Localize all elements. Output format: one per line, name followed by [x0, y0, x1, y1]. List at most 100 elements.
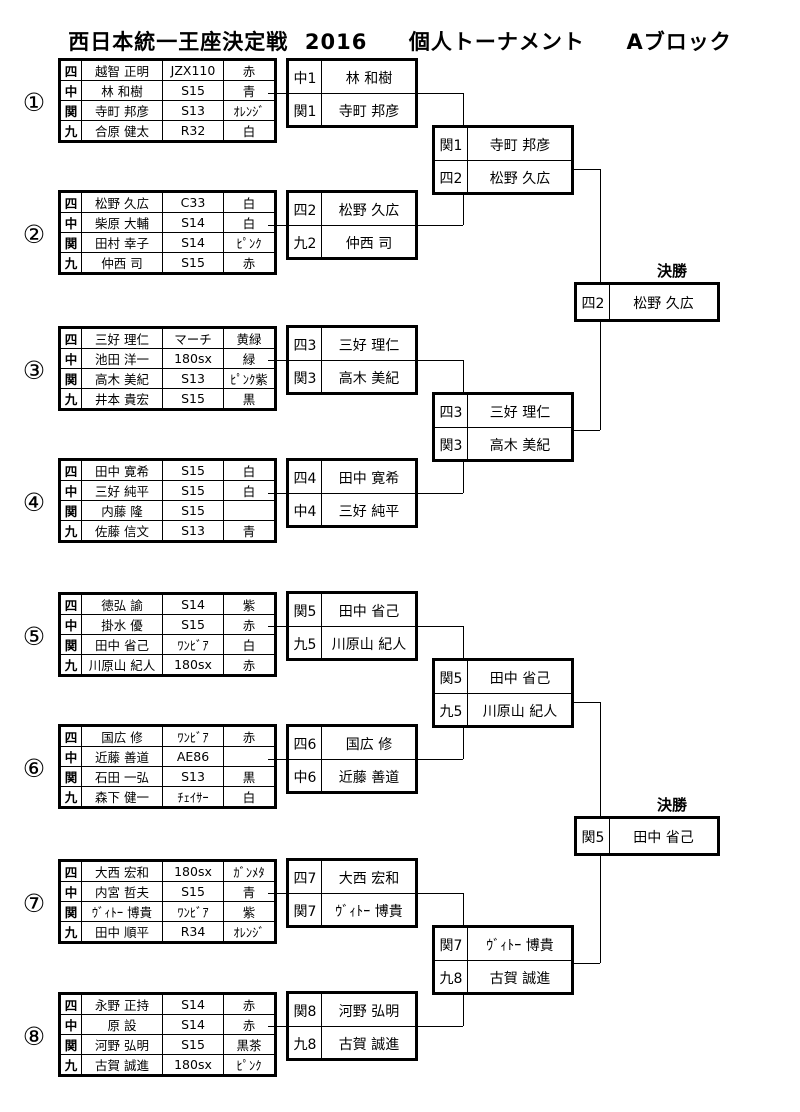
entry-color: ｵﾚﾝｼﾞ	[223, 921, 276, 943]
match-divider	[289, 759, 415, 760]
match-divider	[435, 693, 571, 694]
match-divider	[289, 493, 415, 494]
entry-car: JZX110	[162, 59, 224, 81]
entry-color: 赤	[223, 59, 276, 81]
entry-car: R34	[162, 921, 224, 943]
entry-region: 四	[59, 327, 82, 349]
entry-name: 内藤 隆	[81, 500, 163, 521]
match-divider	[289, 626, 415, 627]
bracket-connector-line	[268, 493, 286, 494]
bracket-name: 松野 久広	[489, 170, 551, 187]
bracket-seed: 九8	[439, 970, 463, 987]
entry-name: 三好 理仁	[81, 327, 163, 349]
bracket-connector-line	[418, 225, 463, 226]
bracket-connector-line	[463, 626, 464, 658]
bracket-connector-line	[268, 1026, 286, 1027]
bracket-connector-line	[418, 360, 463, 361]
entry-car: 180sx	[162, 654, 224, 676]
bracket-seed: 四4	[293, 470, 317, 487]
bracket-name: 古賀 誠進	[489, 970, 551, 987]
entry-car: S15	[162, 480, 224, 501]
bracket-connector-line	[268, 225, 286, 226]
entry-color: 赤	[223, 1014, 276, 1035]
entry-color: 白	[223, 459, 276, 481]
final-name: 松野 久広	[633, 296, 694, 312]
bracket-seed: 関7	[293, 903, 317, 920]
entry-car: S15	[162, 1034, 224, 1055]
entry-name: 池田 洋一	[81, 348, 163, 369]
entry-car: ﾜﾝﾋﾞｱ	[162, 725, 224, 747]
bracket-connector-line	[268, 759, 286, 760]
entry-car: S15	[162, 614, 224, 635]
entry-car: S13	[162, 766, 224, 787]
entry-name: 林 和樹	[81, 80, 163, 101]
entry-name: 掛水 優	[81, 614, 163, 635]
entry-color: ﾋﾟﾝｸ	[223, 232, 276, 253]
entry-region: 九	[59, 786, 82, 808]
entry-color	[223, 500, 276, 521]
final-label: 決勝	[656, 262, 687, 280]
entry-color: 黒茶	[223, 1034, 276, 1055]
entry-car: S14	[162, 212, 224, 233]
entry-car: ﾜﾝﾋﾞｱ	[162, 634, 224, 655]
entry-car: S15	[162, 459, 224, 481]
bracket-name: 仲西 司	[345, 235, 393, 252]
entry-color: 白	[223, 480, 276, 501]
match-divider	[289, 225, 415, 226]
entry-car: 180sx	[162, 860, 224, 882]
entry-name: 近藤 善道	[81, 746, 163, 767]
group-number: ⑥	[22, 754, 46, 783]
match-divider	[435, 160, 571, 161]
bracket-connector-line	[463, 893, 464, 925]
entry-name: 井本 貴宏	[81, 388, 163, 410]
entry-region: 中	[59, 348, 82, 369]
entry-name: 永野 正持	[81, 993, 163, 1015]
bracket-seed: 四3	[293, 337, 317, 354]
entry-name: 内宮 哲夫	[81, 881, 163, 902]
bracket-seed: 関7	[439, 937, 463, 954]
group-number: ⑧	[22, 1022, 46, 1051]
group-number: ①	[22, 88, 46, 117]
entry-color: 赤	[223, 252, 276, 274]
bracket-seed: 四2	[439, 170, 463, 187]
match-divider	[435, 427, 571, 428]
entry-color: 黄緑	[223, 327, 276, 349]
entry-region: 九	[59, 120, 82, 142]
entry-name: 田村 幸子	[81, 232, 163, 253]
bracket-name: 大西 宏和	[338, 870, 400, 887]
entry-name: 古賀 誠進	[81, 1054, 163, 1076]
bracket-connector-line	[463, 360, 464, 392]
entry-region: 中	[59, 881, 82, 902]
bracket-connector-line	[418, 493, 463, 494]
entry-color: 青	[223, 881, 276, 902]
entry-name: 柴原 大輔	[81, 212, 163, 233]
bracket-seed: 関1	[293, 103, 317, 120]
bracket-name: 田中 省己	[489, 670, 551, 687]
bracket-connector-line	[463, 728, 464, 759]
bracket-name: 国広 修	[345, 736, 393, 753]
bracket-name: 河野 弘明	[338, 1003, 400, 1020]
entry-region: 関	[59, 232, 82, 253]
match-divider	[289, 1026, 415, 1027]
entry-region: 四	[59, 593, 82, 615]
bracket-connector-line	[418, 1026, 463, 1027]
bracket-name: 田中 省己	[338, 603, 400, 620]
entry-color: 紫	[223, 901, 276, 922]
